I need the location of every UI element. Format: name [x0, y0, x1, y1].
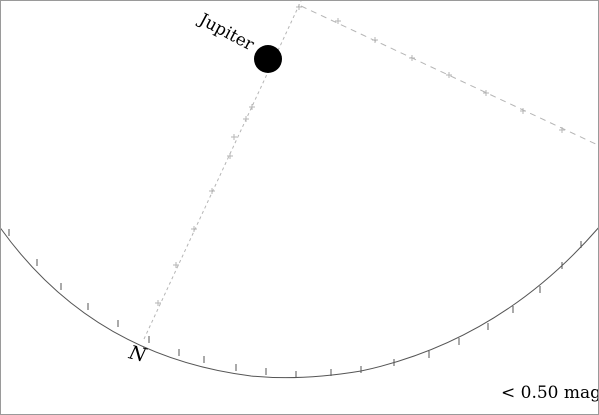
grid-cross [296, 4, 302, 10]
grid-cross [559, 127, 565, 133]
grid-cross [372, 37, 378, 43]
north-direction-label: N [126, 341, 150, 367]
grid-cross [249, 104, 255, 110]
planet-label: Jupiter [194, 9, 258, 56]
grid-cross [243, 116, 249, 122]
grid-cross [335, 18, 341, 24]
grid-cross [173, 262, 179, 268]
jupiter-planet-marker[interactable] [254, 45, 282, 73]
horizon-arc [1, 227, 598, 379]
grid-cross [227, 153, 233, 159]
grid-cross [520, 108, 526, 114]
meridian-grid-line [143, 1, 302, 340]
magnitude-limit-label: < 0.50 mag [501, 383, 599, 403]
grid-cross [231, 134, 237, 140]
grid-cross [446, 72, 452, 78]
grid-cross [409, 55, 415, 61]
grid-cross [209, 188, 215, 194]
horizon-tick-marks [8, 229, 582, 378]
grid-cross-markers [155, 4, 565, 306]
grid-cross [483, 90, 489, 96]
grid-cross [191, 226, 197, 232]
grid-cross [155, 300, 161, 306]
ecliptic-grid-line [300, 5, 598, 146]
